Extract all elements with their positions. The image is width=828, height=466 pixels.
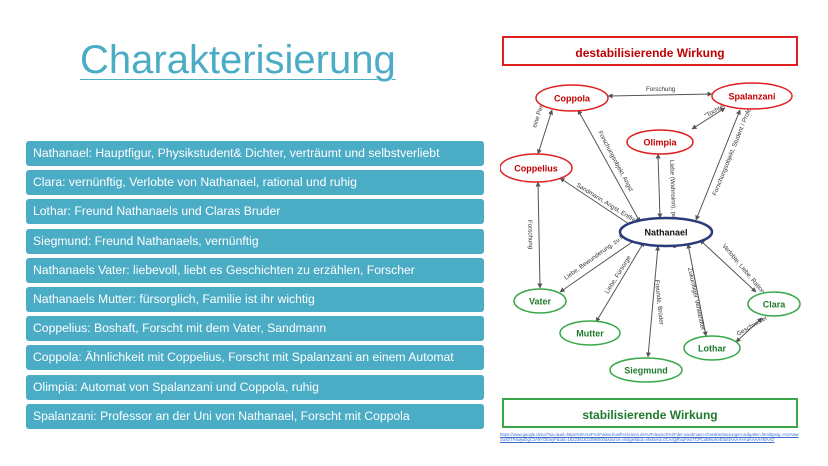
edge-olimpia-nathanael	[655, 153, 663, 219]
stabilizing-label: stabilisierende Wirkung	[502, 398, 798, 428]
svg-text:Coppelius: Coppelius	[514, 164, 558, 174]
node-coppola: Coppola	[535, 84, 609, 112]
character-item: Olimpia: Automat von Spalanzani und Copp…	[26, 374, 484, 400]
character-item: Nathanael: Hauptfigur, Physikstudent& Di…	[26, 141, 484, 166]
edge-lothar-clara	[735, 317, 763, 343]
node-spalanzani: Spalanzani	[711, 82, 793, 110]
svg-text:Lothar: Lothar	[698, 344, 726, 354]
character-item: Lothar: Freund Nathanaels und Claras Bru…	[26, 199, 484, 225]
edge-siegmund-nathanael	[645, 245, 661, 358]
node-lothar: Lothar	[683, 335, 741, 361]
node-clara: Clara	[747, 291, 801, 317]
character-item: Coppola: Ähnlichkeit mit Coppelius, Fors…	[26, 345, 484, 371]
node-siegmund: Siegmund	[609, 357, 683, 383]
source-link[interactable]: https://www.google.de/url?sa=i&url=https…	[500, 432, 799, 442]
character-item: Spalanzani: Professor an der Uni von Nat…	[26, 403, 484, 429]
edge-coppola-spalanzani	[607, 91, 713, 99]
node-coppelius: Coppelius	[500, 153, 573, 183]
svg-text:Mutter: Mutter	[576, 329, 604, 339]
node-olimpia: Olimpia	[626, 129, 694, 155]
edge-lothar-nathanael	[686, 243, 708, 337]
svg-text:Siegmund: Siegmund	[624, 366, 668, 376]
edge-coppelius-vater	[535, 181, 543, 289]
edge-label-forschung-left: Forschung	[526, 220, 534, 250]
edge-clara-nathanael	[699, 239, 757, 293]
node-vater: Vater	[513, 288, 567, 314]
edge-label-liebe-fuersorge: Liebe, Fürsorge	[604, 254, 633, 295]
svg-text:Nathanael: Nathanael	[644, 228, 687, 238]
svg-text:Spalanzani: Spalanzani	[728, 92, 775, 102]
edge-label-geschwister: Geschwister	[736, 315, 769, 338]
node-nathanael: Nathanael	[618, 216, 714, 248]
page-title: Charakterisierung	[80, 38, 396, 82]
edge-label-forschung: Forschung	[646, 86, 676, 93]
svg-text:Coppola: Coppola	[554, 94, 591, 104]
character-item: Nathanaels Mutter: fürsorglich, Familie …	[26, 286, 484, 312]
node-mutter: Mutter	[559, 320, 621, 346]
edge-coppelius-nathanael	[559, 177, 633, 227]
character-list: Nathanael: Hauptfigur, Physikstudent& Di…	[26, 141, 484, 433]
svg-text:Vater: Vater	[529, 297, 552, 307]
destabilizing-label: destabilisierende Wirkung	[502, 36, 798, 66]
edge-label-zukuenftiger-verwandter: Zukünftiger Verwandter	[686, 267, 706, 331]
character-item: Nathanaels Vater: liebevoll, liebt es Ge…	[26, 257, 484, 283]
edge-spalanzani-nathanael	[695, 109, 741, 221]
character-item: Coppelius: Boshaft, Forscht mit dem Vate…	[26, 316, 484, 342]
svg-text:Olimpia: Olimpia	[643, 138, 677, 148]
edge-label-liebe-wahnsinn: Liebe (Wahnsinn), perfekte Frau	[668, 160, 678, 249]
svg-text:Clara: Clara	[763, 300, 787, 310]
character-item: Clara: vernünftig, Verlobte von Nathanae…	[26, 170, 484, 196]
edge-mutter-nathanael	[595, 241, 645, 323]
relationship-diagram: Forschung "Tochter" eine Person? Forschu…	[500, 82, 801, 383]
character-item: Siegmund: Freund Nathanaels, vernünftig	[26, 228, 484, 254]
edge-label-freunde-brueder: Freunde, Brüder	[653, 279, 665, 325]
edge-coppola-coppelius	[536, 109, 554, 155]
